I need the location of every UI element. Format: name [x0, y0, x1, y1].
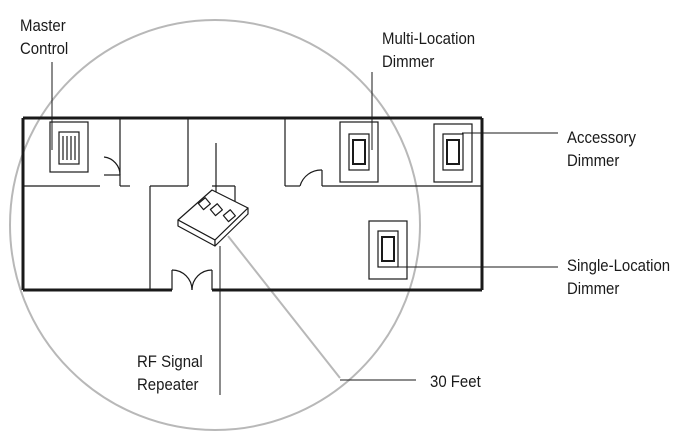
accessory-dimmer-label: Accessory Dimmer	[567, 128, 637, 170]
rf-signal-repeater-device	[177, 189, 249, 247]
leader-lines	[51, 62, 558, 395]
range-label: 30 Feet	[430, 372, 481, 391]
rf-signal-repeater-label: RF Signal Repeater	[137, 352, 203, 394]
range-radius-line	[227, 235, 341, 379]
range-circle	[9, 19, 421, 431]
master-control-label: Master Control	[20, 16, 69, 58]
multi-location-dimmer-device	[339, 121, 379, 183]
multi-location-dimmer-label: Multi-Location Dimmer	[382, 29, 476, 71]
accessory-dimmer-device	[433, 123, 473, 183]
single-location-dimmer-label: Single-Location Dimmer	[567, 256, 671, 298]
building-walls	[21, 116, 484, 292]
master-control-device	[49, 121, 89, 173]
single-location-dimmer-device	[368, 220, 408, 280]
interior-walls	[23, 118, 482, 291]
